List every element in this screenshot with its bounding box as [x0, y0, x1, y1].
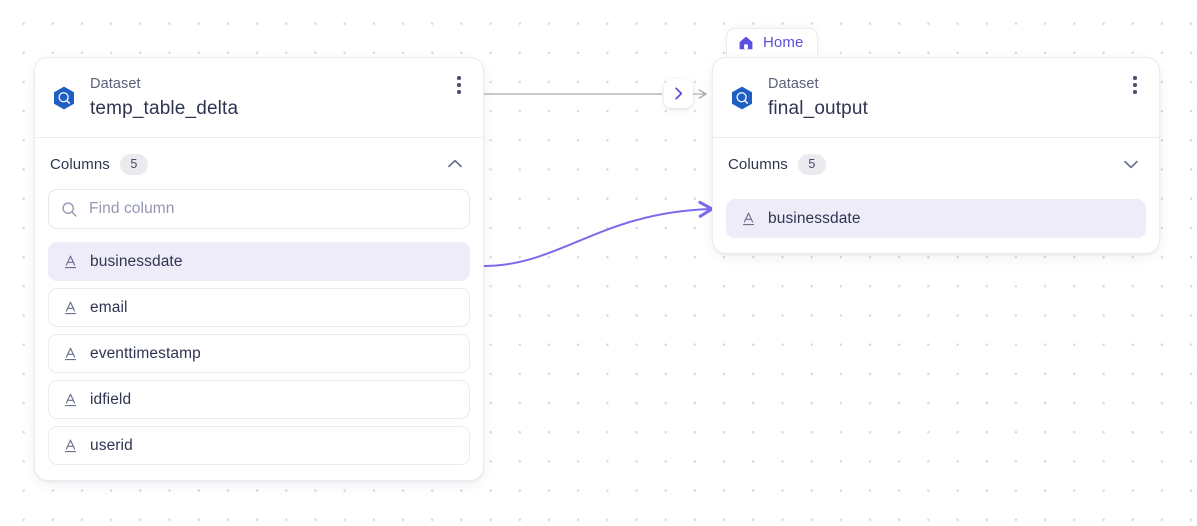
column-name: businessdate: [768, 209, 861, 227]
chevron-up-icon[interactable]: [444, 153, 466, 175]
chevron-right-icon: [675, 87, 683, 100]
string-type-icon: [742, 212, 755, 225]
edge-expand-badge[interactable]: [664, 79, 693, 108]
column-name: userid: [90, 436, 133, 454]
column-row-businessdate[interactable]: businessdate: [726, 199, 1146, 238]
columns-label: Columns: [50, 155, 110, 173]
string-type-icon: [64, 255, 77, 268]
node-name-label: temp_table_delta: [90, 98, 239, 119]
node-header-target: Dataset final_output: [713, 58, 1159, 138]
column-name: eventtimestamp: [90, 344, 201, 362]
kebab-menu-icon[interactable]: [448, 72, 470, 98]
search-input[interactable]: [89, 200, 457, 218]
node-kind-label: Dataset: [768, 76, 819, 92]
dataset-hexagon-icon: [54, 86, 74, 110]
string-type-icon: [64, 347, 77, 360]
column-row-email[interactable]: email: [48, 288, 470, 327]
column-list-target: businessdate: [713, 188, 1159, 253]
tab-home[interactable]: Home: [726, 28, 819, 56]
string-type-icon: [64, 301, 77, 314]
columns-label: Columns: [728, 155, 788, 173]
column-name: businessdate: [90, 252, 183, 270]
column-row-idfield[interactable]: idfield: [48, 380, 470, 419]
search-column-box[interactable]: [48, 189, 470, 229]
node-header-source: Dataset temp_table_delta: [35, 58, 483, 138]
columns-count-badge: 5: [797, 153, 826, 175]
column-list-source: businessdate email eventtimestamp idfiel…: [35, 229, 483, 480]
dataset-node-target[interactable]: Dataset final_output Columns 5 businessd…: [712, 57, 1160, 254]
column-row-eventtimestamp[interactable]: eventtimestamp: [48, 334, 470, 373]
home-icon: [739, 36, 753, 49]
chevron-down-icon[interactable]: [1120, 153, 1142, 175]
dataset-hexagon-icon: [732, 86, 752, 110]
string-type-icon: [64, 439, 77, 452]
search-icon: [62, 201, 77, 217]
kebab-menu-icon[interactable]: [1124, 72, 1146, 98]
column-row-userid[interactable]: userid: [48, 426, 470, 465]
columns-section-toggle-source[interactable]: Columns 5: [35, 138, 483, 188]
dataset-node-source[interactable]: Dataset temp_table_delta Columns 5 busin…: [34, 57, 484, 481]
tab-home-label: Home: [763, 34, 804, 51]
columns-count-badge: 5: [119, 153, 148, 175]
string-type-icon: [64, 393, 77, 406]
column-row-businessdate[interactable]: businessdate: [48, 242, 470, 281]
node-kind-label: Dataset: [90, 76, 141, 92]
columns-section-toggle-target[interactable]: Columns 5: [713, 138, 1159, 188]
column-name: idfield: [90, 390, 132, 408]
node-name-label: final_output: [768, 98, 869, 119]
column-name: email: [90, 298, 128, 316]
